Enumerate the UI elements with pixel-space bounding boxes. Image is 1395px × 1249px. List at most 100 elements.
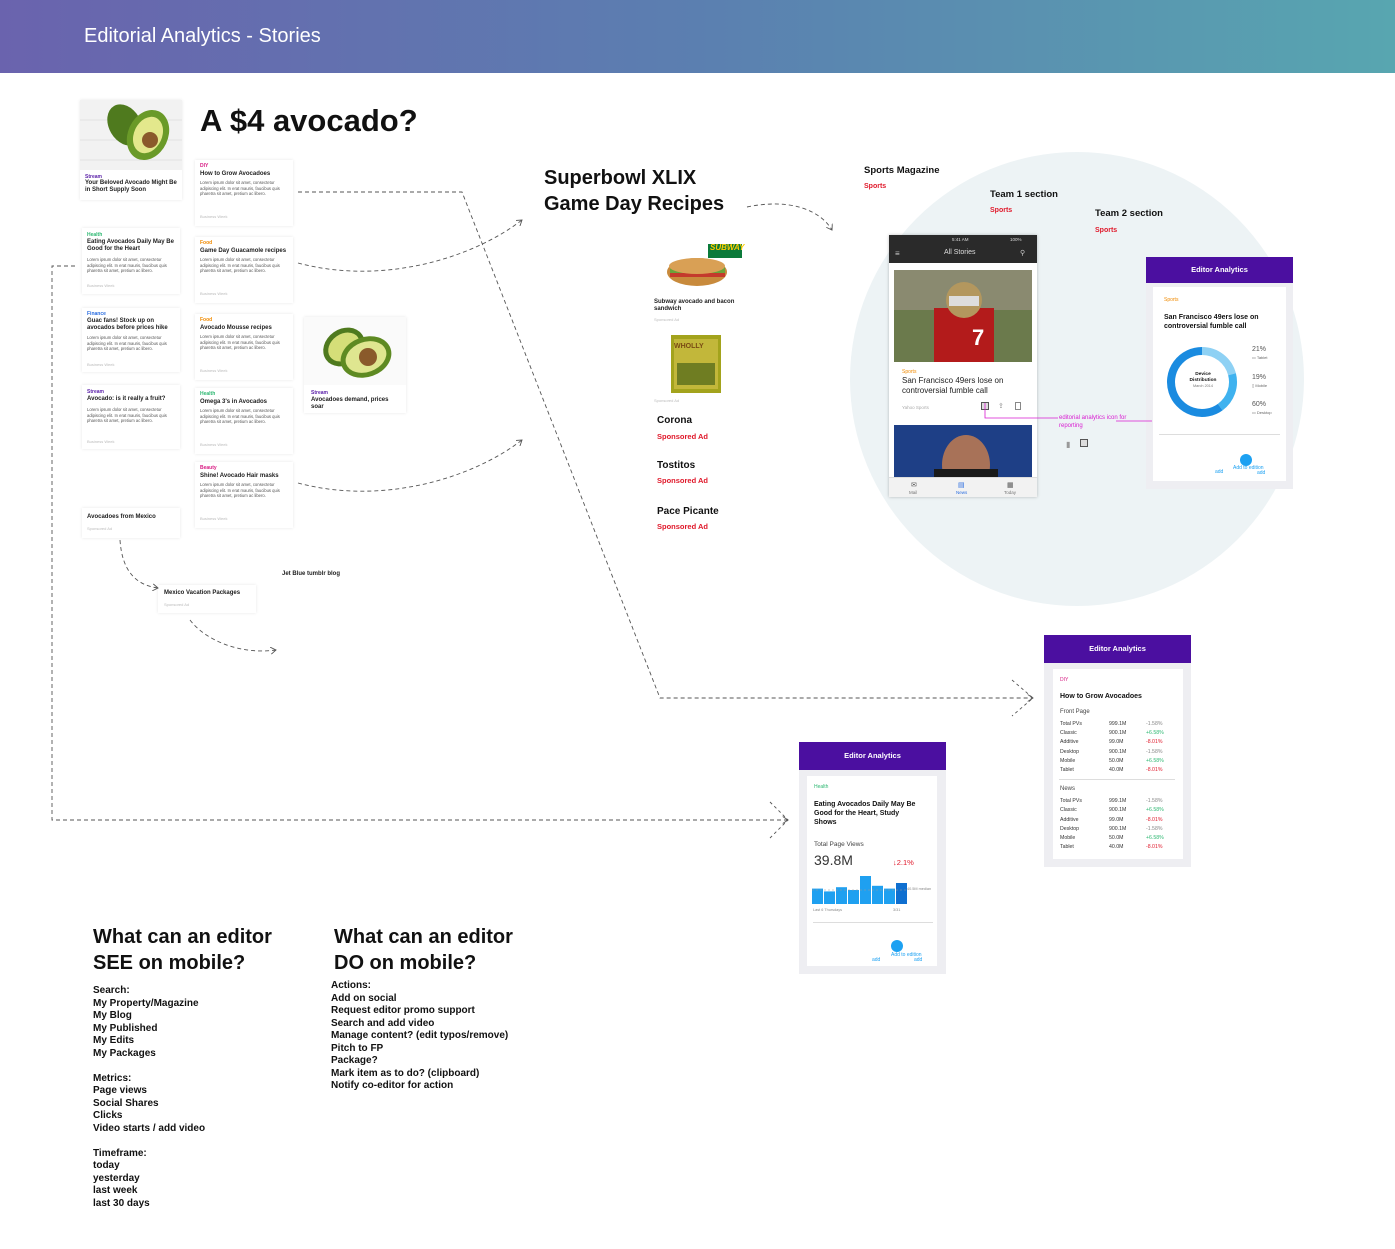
- stats-delta: -1.58%: [1146, 798, 1163, 805]
- twitter-icon[interactable]: [891, 940, 903, 952]
- add-link[interactable]: add: [872, 957, 881, 963]
- news-photo-image: [894, 425, 1032, 477]
- team2-label: Team 2 section: [1095, 208, 1163, 219]
- wholly-logo: WHOLLY: [674, 343, 704, 350]
- stats-label: Tablet: [1060, 767, 1074, 773]
- connector-line: [297, 220, 522, 272]
- card-category: Food: [200, 317, 213, 323]
- phone-story-source: Yahoo Sports: [902, 405, 929, 410]
- add-link[interactable]: add: [1215, 469, 1224, 475]
- sponsored-label: Sponsored Ad: [164, 602, 190, 607]
- superbowl-title-line2: Game Day Recipes: [544, 193, 725, 215]
- arrow-head: [1011, 679, 1034, 717]
- list-item: yesterday: [93, 1172, 140, 1184]
- list-item: Request editor promo support: [331, 1005, 475, 1016]
- card-source: Business Week: [87, 439, 115, 444]
- panel-header: Editor Analytics: [1044, 635, 1191, 663]
- story-card[interactable]: Health Eating Avocados Daily May Be Good…: [82, 228, 180, 294]
- list-item: Social Shares: [93, 1097, 159, 1109]
- connector-line: [119, 539, 158, 588]
- card-excerpt: Lorem ipsum dolor sit amet, consectetur …: [200, 257, 280, 273]
- card-category: Health: [87, 232, 103, 238]
- story-card[interactable]: Health Omega 3's in Avocados Lorem ipsum…: [195, 388, 293, 454]
- share-icon[interactable]: ⇪: [998, 403, 1004, 410]
- stats-label: Total PVs: [1060, 798, 1082, 805]
- panel-story-title: San Francisco 49ers lose on controversia…: [1164, 314, 1259, 330]
- card-source: Business Week: [200, 442, 228, 447]
- annotation-label: editorial analytics icon for reporting: [1059, 415, 1127, 429]
- pageviews-bar: [884, 888, 895, 904]
- nav-mail[interactable]: Mail: [909, 490, 918, 495]
- sponsor-name: Tostitos: [657, 460, 696, 471]
- story-card[interactable]: Stream Avocadoes demand, prices soar: [304, 317, 406, 413]
- editorial-analytics-icon[interactable]: [981, 402, 989, 410]
- stats-value: 99.0M: [1109, 739, 1124, 746]
- story-card[interactable]: Stream Your Beloved Avocado Might Be in …: [80, 100, 182, 200]
- card-category: Finance: [87, 311, 106, 317]
- sponsored-label: Sponsored Ad: [87, 526, 113, 531]
- stats-label: Classic: [1060, 730, 1077, 737]
- team1-label: Team 1 section: [990, 189, 1058, 200]
- story-card[interactable]: Finance Guac fans! Stock up on avocados …: [82, 308, 180, 372]
- sponsored-card[interactable]: SUBWAY Subway avocado and bacon sandwich…: [650, 238, 748, 326]
- stats-value: 999.1M: [1109, 721, 1127, 727]
- stats-label: Total PVs: [1060, 721, 1082, 727]
- stats-delta: +6.58%: [1146, 807, 1164, 814]
- story-card[interactable]: Stream Avocado: is it really a fruit? Lo…: [82, 385, 180, 449]
- add-link[interactable]: add: [914, 957, 923, 963]
- phone-tab-bar: ✉ Mail ▤ News ▦ Today: [889, 477, 1037, 497]
- nav-today[interactable]: Today: [1004, 490, 1017, 495]
- card-source: Business Week: [200, 516, 228, 521]
- stats-label: Classic: [1060, 807, 1077, 814]
- add-to-edition-link[interactable]: Add to edition: [891, 952, 922, 958]
- twitter-icon[interactable]: [1240, 454, 1252, 466]
- story-card[interactable]: DIY How to Grow Avocadoes Lorem ipsum do…: [195, 160, 293, 226]
- mail-icon[interactable]: ✉: [911, 482, 917, 489]
- sponsored-card[interactable]: WHOLLY Sponsored Ad: [650, 330, 748, 406]
- sponsor-tostitos[interactable]: Tostitos Sponsored Ad: [657, 460, 708, 485]
- add-link[interactable]: add: [1257, 470, 1266, 476]
- sponsor-pace-picante[interactable]: Pace Picante Sponsored Ad: [657, 506, 719, 531]
- search-icon[interactable]: ⚲: [1020, 250, 1026, 257]
- connector-line: [189, 619, 276, 651]
- axis-end-label: 3/31: [893, 908, 901, 912]
- sponsored-card[interactable]: Mexico Vacation Packages Sponsored Ad: [158, 585, 256, 613]
- nav-news[interactable]: News: [956, 490, 968, 495]
- phone-tab-title[interactable]: All Stories: [944, 249, 976, 256]
- card-excerpt: Lorem ipsum dolor sit amet, consectetur …: [87, 407, 167, 423]
- story-card[interactable]: Food Game Day Guacamole recipes Lorem ip…: [195, 237, 293, 303]
- arrow-head: [769, 801, 789, 839]
- menu-icon[interactable]: ≡: [895, 249, 900, 258]
- card-excerpt: Lorem ipsum dolor sit amet, consectetur …: [87, 257, 167, 273]
- sponsored-card[interactable]: Avocadoes from Mexico Sponsored Ad: [82, 508, 180, 538]
- segment-pct: 19%: [1252, 374, 1267, 381]
- panel-content: Sports San Francisco 49ers lose on contr…: [1153, 287, 1286, 481]
- panel-header: Editor Analytics: [799, 742, 946, 770]
- card-title: Guac fans! Stock up on avocados before p…: [87, 318, 168, 331]
- add-to-edition-link[interactable]: Add to edition: [1233, 465, 1264, 471]
- sponsor-corona[interactable]: Corona Sponsored Ad: [657, 415, 708, 441]
- story-card[interactable]: Beauty Shine! Avocado Hair masks Lorem i…: [195, 462, 293, 528]
- stats-label: Additive: [1060, 739, 1079, 746]
- story-card[interactable]: Food Avocado Mousse recipes Lorem ipsum …: [195, 314, 293, 380]
- card-excerpt: Lorem ipsum dolor sit amet, consectetur …: [200, 408, 280, 424]
- card-source: Business Week: [87, 362, 115, 367]
- actions-heading: Actions:: [331, 980, 371, 991]
- connector-line: [297, 440, 522, 492]
- stats-delta: +6.58%: [1146, 835, 1164, 841]
- news-icon[interactable]: ▤: [958, 482, 965, 489]
- donut-title: Device Distribution: [1189, 372, 1217, 383]
- phone-story-title[interactable]: San Francisco 49ers lose on controversia…: [902, 376, 1004, 395]
- donut-segment-mobile: [1217, 373, 1237, 411]
- calendar-icon[interactable]: ▦: [1007, 482, 1014, 489]
- bookmark-icon[interactable]: [1015, 402, 1021, 410]
- stats-value: 50.0M: [1109, 835, 1124, 841]
- divider: [813, 922, 933, 923]
